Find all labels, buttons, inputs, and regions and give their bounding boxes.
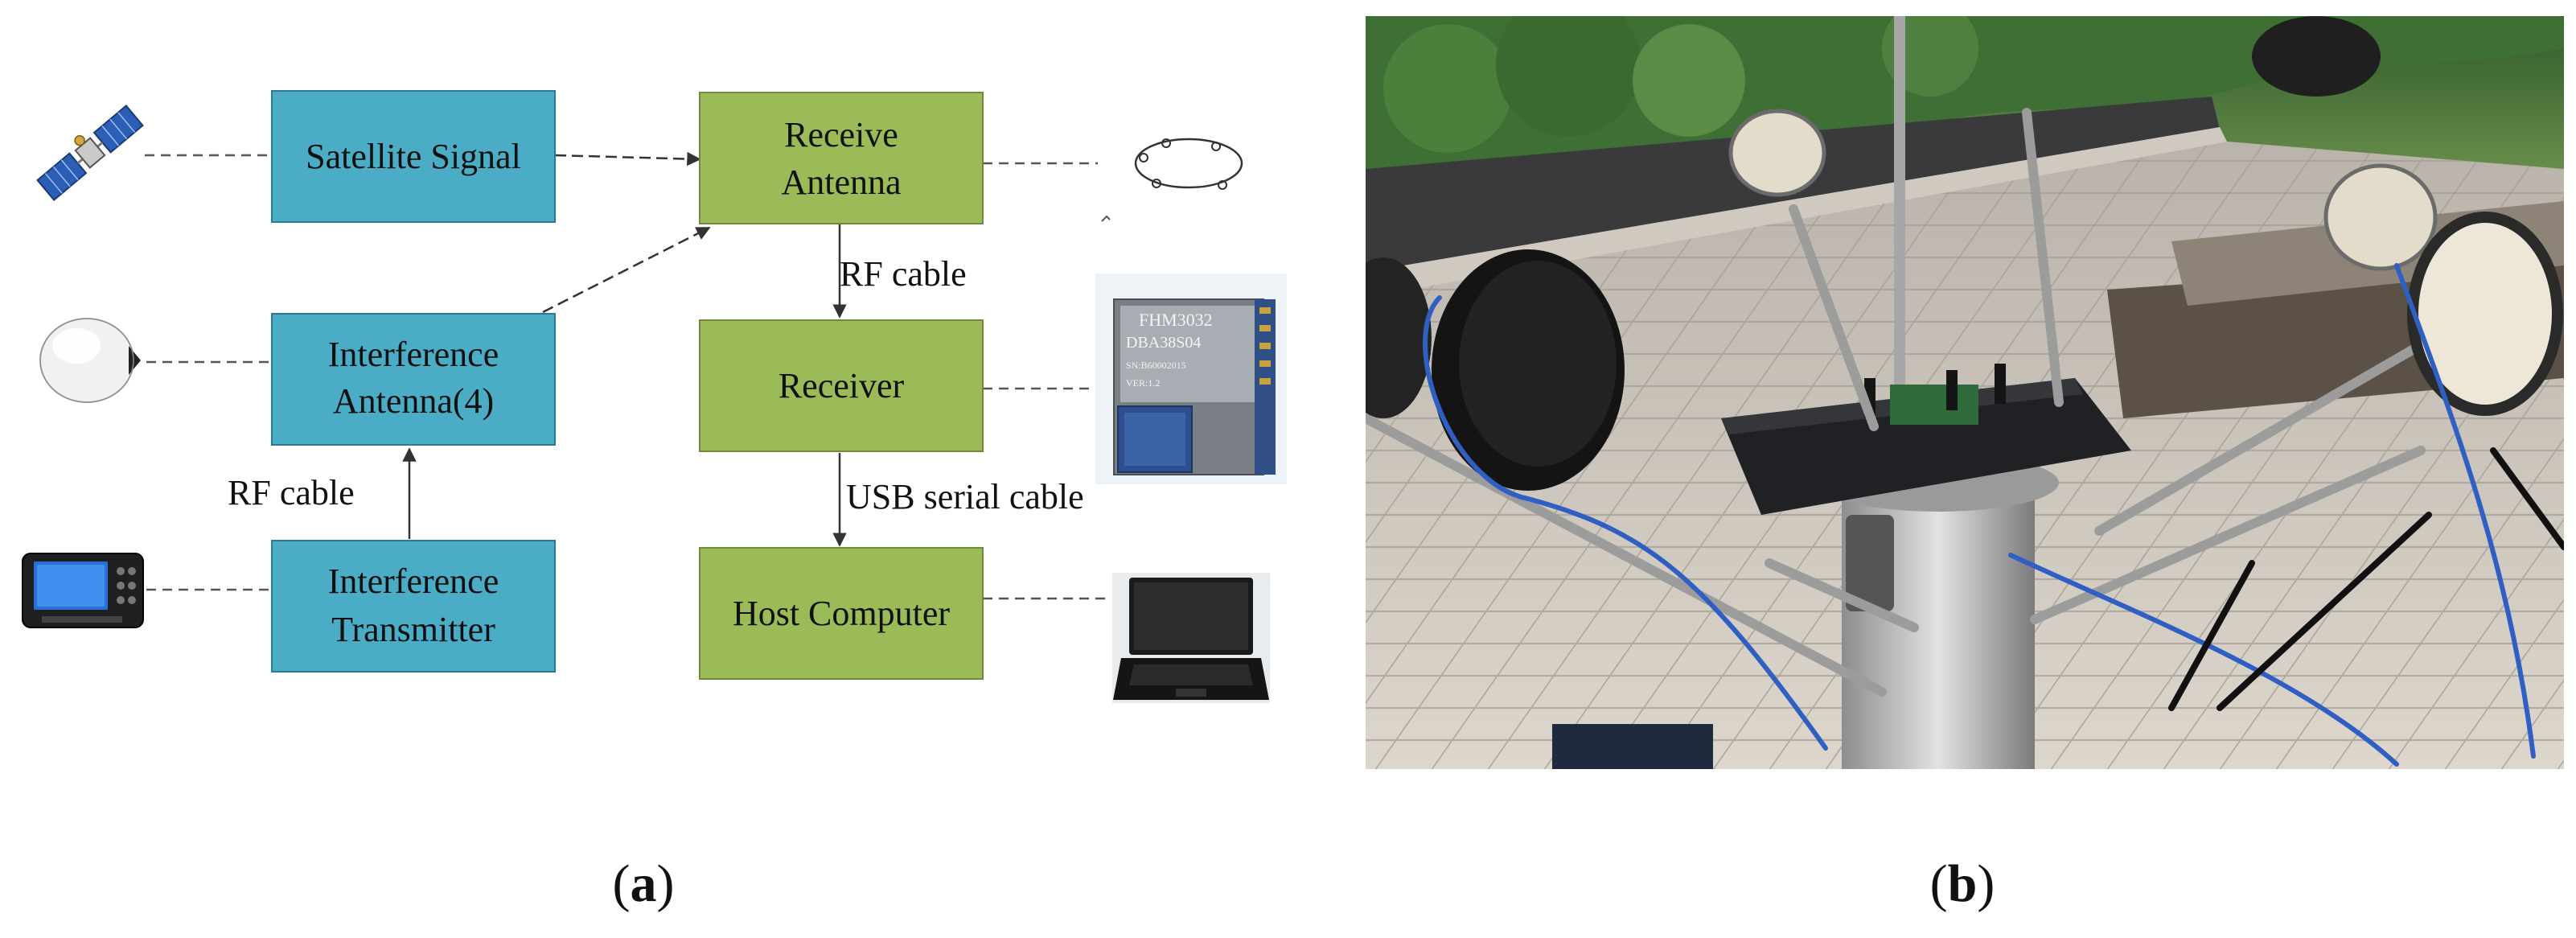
handheld-signal-generator-icon xyxy=(22,553,144,628)
box-satellite-signal-label: Satellite Signal xyxy=(306,137,521,176)
block-diagram: Satellite Signal Interference Antenna(4)… xyxy=(22,90,1287,913)
box-receive-antenna-line2: Antenna xyxy=(781,163,901,202)
panel-label-b: (b) xyxy=(1930,854,1995,913)
dashed-connectors xyxy=(145,154,1110,600)
box-receive-antenna: Receive Antenna xyxy=(699,92,984,224)
box-interference-antenna-line1: Interference xyxy=(328,335,499,374)
box-receiver: Receiver xyxy=(699,319,984,452)
box-receive-antenna-line1: Receive xyxy=(784,115,898,154)
rf-cable-label-transmitter: RF cable xyxy=(228,473,355,512)
box-host-computer-label: Host Computer xyxy=(733,594,950,633)
laptop-icon xyxy=(1112,573,1270,703)
box-receiver-label: Receiver xyxy=(779,366,905,405)
satellite-icon xyxy=(36,105,144,201)
module-chip-text-3: SN:B60002015 xyxy=(1126,360,1186,371)
usb-serial-cable-label: USB serial cable xyxy=(846,477,1084,516)
photo-antenna-dishes xyxy=(1366,16,2563,491)
box-interference-antenna: Interference Antenna(4) xyxy=(271,313,556,446)
module-chip-text-2: DBA38S04 xyxy=(1126,334,1201,352)
box-satellite-signal: Satellite Signal xyxy=(271,90,556,223)
module-chip-text-4: VER:1.2 xyxy=(1126,377,1160,389)
box-host-computer: Host Computer xyxy=(699,547,984,680)
box-interference-transmitter: Interference Transmitter xyxy=(271,540,556,673)
box-interference-transmitter-line1: Interference xyxy=(328,562,499,601)
box-interference-transmitter-line2: Transmitter xyxy=(331,610,495,649)
antenna-ring-icon xyxy=(1101,138,1243,222)
panel-label-a: (a) xyxy=(613,854,675,913)
diagram-arrows xyxy=(402,151,847,547)
gnss-receiver-module-icon: FHM3032 DBA38S04 SN:B60002015 VER:1.2 xyxy=(1095,274,1287,484)
module-chip-text-1: FHM3032 xyxy=(1139,310,1213,330)
interference-antenna-dome-icon xyxy=(39,318,141,403)
rooftop-antenna-setup-photo xyxy=(1366,16,2564,769)
rf-cable-label-receiver: RF cable xyxy=(840,254,967,294)
box-interference-antenna-line2: Antenna(4) xyxy=(333,381,494,421)
